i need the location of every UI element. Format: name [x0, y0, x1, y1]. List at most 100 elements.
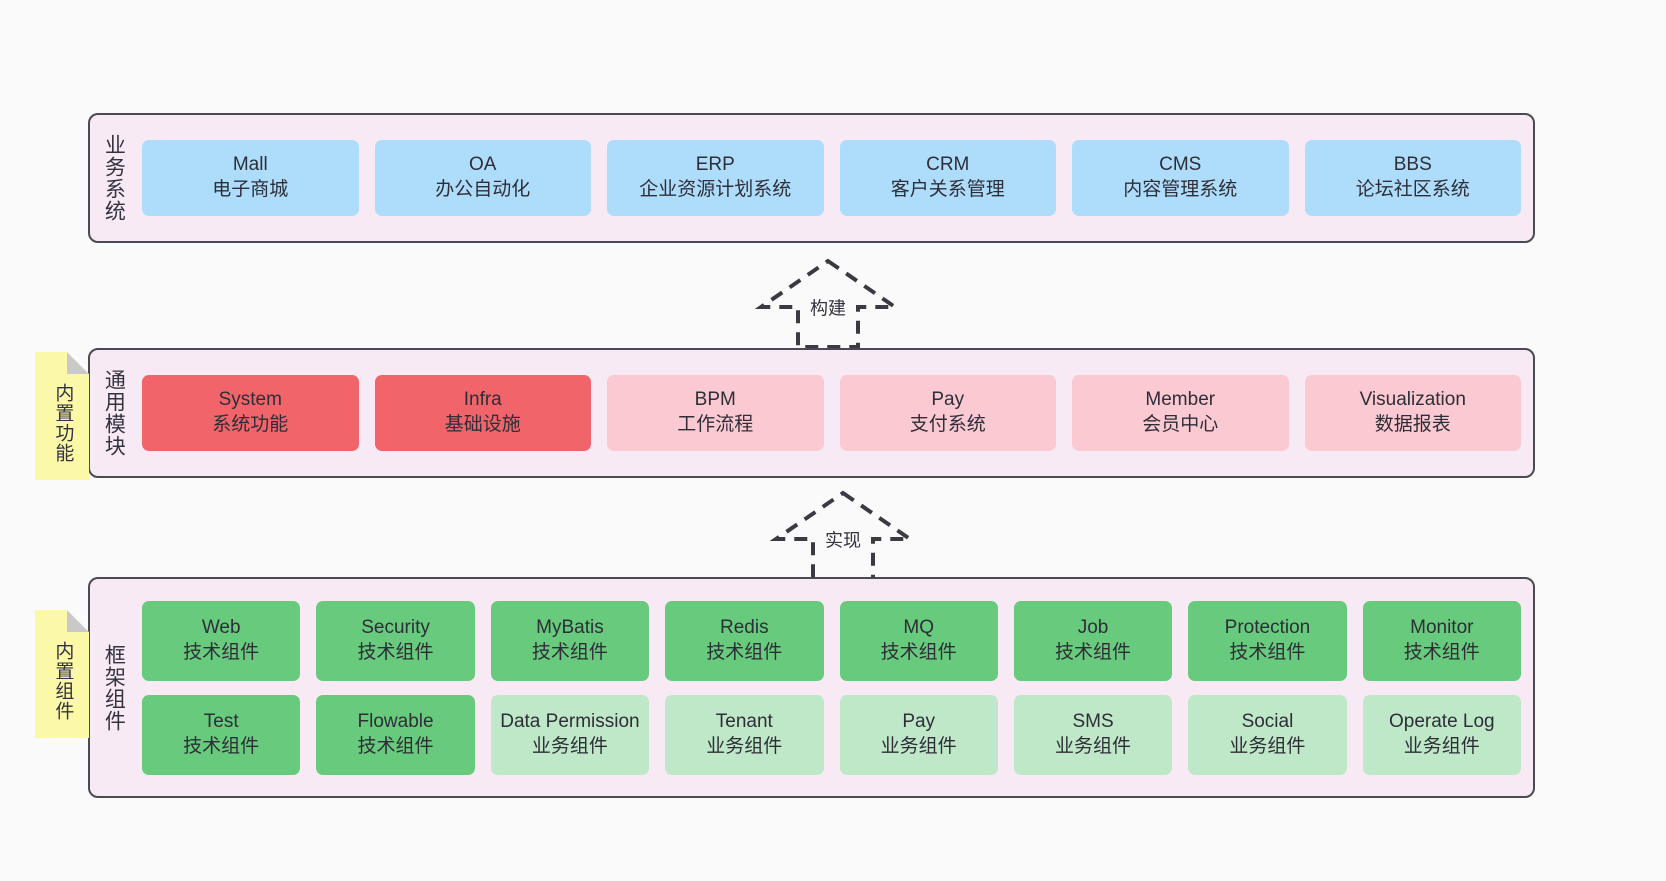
card-title: BBS [1393, 154, 1432, 176]
sticky-note-builtin-function: 内置功能 [35, 352, 89, 480]
card-title: Tenant [715, 710, 773, 732]
layer-body-framework-component: Web 技术组件 Security 技术组件 MyBatis 技术组件 Redi… [136, 579, 1533, 796]
card-subtitle: 技术组件 [531, 641, 608, 663]
card-flowable[interactable]: Flowable 技术组件 [316, 694, 475, 775]
layer-title-business-system: 业务系统 [102, 134, 126, 222]
card-pay-component[interactable]: Pay 业务组件 [839, 694, 998, 775]
card-title: Infra [463, 389, 502, 411]
card-subtitle: 数据报表 [1374, 414, 1451, 435]
layer-body-common-module: System 系统功能 Infra 基础设施 BPM 工作流程 Pay 支付系统… [136, 350, 1533, 476]
card-title: OA [469, 154, 497, 176]
card-title: Redis [720, 616, 769, 638]
card-tenant[interactable]: Tenant 业务组件 [665, 694, 824, 775]
card-subtitle: 内容管理系统 [1123, 179, 1238, 200]
layer-framework-component: 框架组件 Web 技术组件 Security 技术组件 MyBatis 技术组件… [88, 577, 1535, 798]
connector-implement-arrow: 实现 [770, 487, 916, 583]
card-bpm[interactable]: BPM 工作流程 [607, 375, 824, 451]
card-subtitle: 电子商城 [212, 179, 289, 200]
card-row-business: Mall 电子商城 OA 办公自动化 ERP 企业资源计划系统 CRM 客户关系… [142, 140, 1521, 216]
card-mall[interactable]: Mall 电子商城 [142, 140, 359, 216]
card-subtitle: 会员中心 [1142, 414, 1219, 435]
card-subtitle: 支付系统 [909, 414, 986, 435]
card-subtitle: 办公自动化 [435, 179, 531, 200]
card-title: Social [1241, 710, 1294, 732]
card-member[interactable]: Member 会员中心 [1072, 375, 1289, 451]
card-title: CRM [926, 154, 970, 176]
card-title: CMS [1159, 154, 1202, 176]
sticky-note-builtin-component: 内置组件 [35, 610, 89, 738]
card-title: System [218, 389, 282, 411]
card-erp[interactable]: ERP 企业资源计划系统 [607, 140, 824, 216]
card-row-module: System 系统功能 Infra 基础设施 BPM 工作流程 Pay 支付系统… [142, 375, 1521, 451]
card-infra[interactable]: Infra 基础设施 [374, 375, 591, 451]
card-subtitle: 业务组件 [531, 735, 608, 757]
card-subtitle: 技术组件 [1403, 641, 1480, 663]
card-subtitle: 技术组件 [357, 735, 434, 757]
card-title: Mall [232, 154, 268, 176]
card-subtitle: 技术组件 [706, 641, 783, 663]
layer-title-framework-component: 框架组件 [102, 643, 126, 732]
sticky-fold-corner-icon [67, 352, 89, 374]
card-subtitle: 基础设施 [444, 414, 521, 435]
card-subtitle: 论坛社区系统 [1355, 179, 1470, 200]
card-subtitle: 工作流程 [677, 414, 754, 435]
card-title: Monitor [1410, 616, 1474, 638]
card-title: Pay [931, 389, 965, 411]
card-subtitle: 技术组件 [880, 641, 957, 663]
card-cms[interactable]: CMS 内容管理系统 [1072, 140, 1289, 216]
card-bbs[interactable]: BBS 论坛社区系统 [1304, 140, 1521, 216]
sticky-note-label: 内置组件 [52, 641, 74, 721]
sticky-fold-corner-icon [67, 610, 89, 632]
card-title: MyBatis [536, 616, 604, 638]
card-title: ERP [695, 154, 735, 176]
layer-title-common-module: 通用模块 [102, 369, 126, 457]
card-mybatis[interactable]: MyBatis 技术组件 [490, 600, 650, 681]
card-data-permission[interactable]: Data Permission 业务组件 [490, 694, 650, 775]
card-title: Member [1145, 389, 1216, 411]
card-visualization[interactable]: Visualization 数据报表 [1304, 375, 1521, 451]
card-subtitle: 技术组件 [1055, 641, 1132, 663]
card-pay-module[interactable]: Pay 支付系统 [839, 375, 1056, 451]
card-subtitle: 业务组件 [1229, 735, 1306, 757]
card-sms[interactable]: SMS 业务组件 [1013, 694, 1173, 775]
card-web[interactable]: Web 技术组件 [142, 600, 301, 681]
card-subtitle: 技术组件 [183, 641, 260, 663]
card-redis[interactable]: Redis 技术组件 [665, 600, 824, 681]
card-row-business-components: Test 技术组件 Flowable 技术组件 Data Permission … [142, 694, 1521, 775]
card-title: Operate Log [1388, 710, 1495, 732]
card-row-tech-components: Web 技术组件 Security 技术组件 MyBatis 技术组件 Redi… [142, 600, 1521, 681]
card-mq[interactable]: MQ 技术组件 [839, 600, 998, 681]
card-title: Pay [902, 710, 936, 732]
card-subtitle: 业务组件 [706, 735, 783, 757]
layer-business-system: 业务系统 Mall 电子商城 OA 办公自动化 ERP 企业资源计划系统 CRM… [88, 113, 1535, 243]
card-security[interactable]: Security 技术组件 [316, 600, 475, 681]
card-subtitle: 技术组件 [183, 735, 260, 757]
card-subtitle: 客户关系管理 [890, 179, 1005, 200]
card-title: Test [203, 710, 239, 732]
card-title: BPM [694, 389, 736, 411]
card-title: Security [361, 616, 430, 638]
connector-build-label: 构建 [808, 296, 848, 321]
card-social[interactable]: Social 业务组件 [1188, 694, 1347, 775]
card-title: Visualization [1359, 389, 1466, 411]
card-title: SMS [1072, 710, 1114, 732]
card-title: MQ [903, 616, 934, 638]
card-subtitle: 业务组件 [880, 735, 957, 757]
card-subtitle: 业务组件 [1403, 735, 1480, 757]
card-operate-log[interactable]: Operate Log 业务组件 [1362, 694, 1521, 775]
layer-body-business-system: Mall 电子商城 OA 办公自动化 ERP 企业资源计划系统 CRM 客户关系… [136, 115, 1533, 241]
card-job[interactable]: Job 技术组件 [1013, 600, 1173, 681]
card-crm[interactable]: CRM 客户关系管理 [839, 140, 1056, 216]
card-title: Job [1077, 616, 1109, 638]
card-subtitle: 业务组件 [1055, 735, 1132, 757]
card-subtitle: 技术组件 [1229, 641, 1306, 663]
connector-build-arrow: 构建 [755, 255, 901, 351]
layer-common-module: 通用模块 System 系统功能 Infra 基础设施 BPM 工作流程 Pay… [88, 348, 1535, 478]
card-protection[interactable]: Protection 技术组件 [1188, 600, 1347, 681]
card-subtitle: 系统功能 [212, 414, 289, 435]
card-oa[interactable]: OA 办公自动化 [374, 140, 591, 216]
card-test[interactable]: Test 技术组件 [142, 694, 301, 775]
card-system[interactable]: System 系统功能 [142, 375, 359, 451]
card-monitor[interactable]: Monitor 技术组件 [1362, 600, 1521, 681]
